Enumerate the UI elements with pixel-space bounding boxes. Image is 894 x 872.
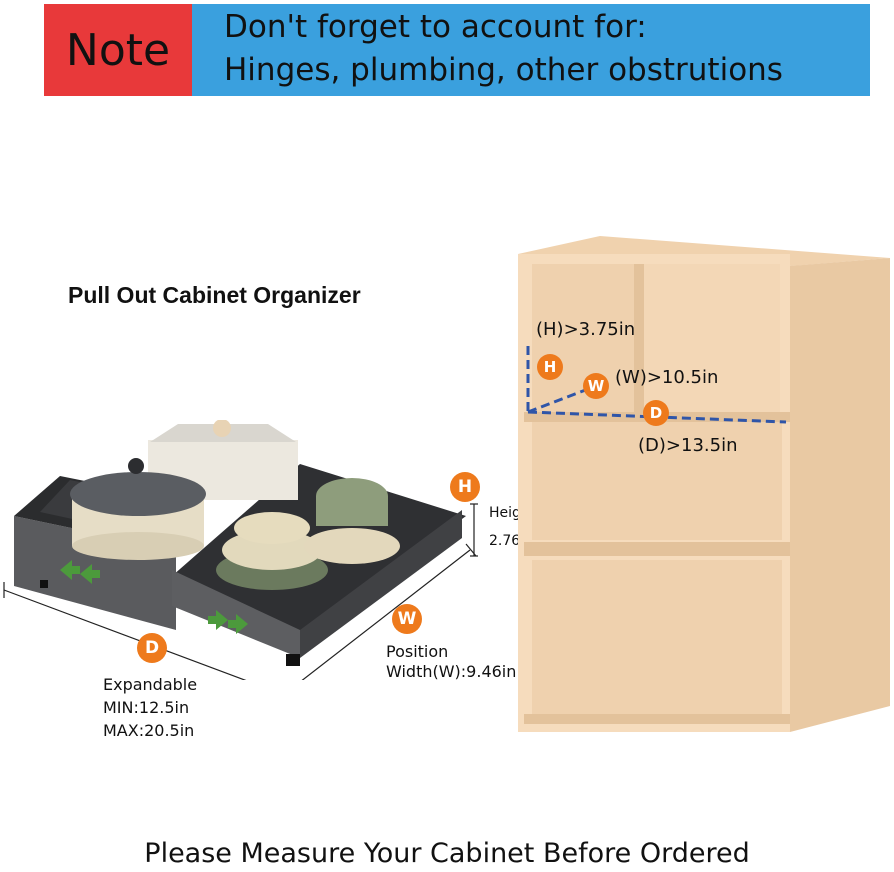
- footer-instruction: Please Measure Your Cabinet Before Order…: [144, 838, 750, 869]
- product-title: Pull Out Cabinet Organizer: [68, 282, 361, 308]
- depth-badge-icon: D: [137, 633, 167, 663]
- cabinet-width-label: (W)>10.5in: [615, 367, 719, 388]
- cabinet-side: [790, 258, 890, 732]
- cabinet-top: [518, 236, 890, 266]
- height-dimension-line: [470, 503, 478, 557]
- height-badge-icon: H: [450, 472, 480, 502]
- organizer-depth-label-2: MIN:12.5in: [103, 698, 190, 717]
- cabinet-height-label: (H)>3.75in: [536, 319, 636, 340]
- depth-dimension-line: [3, 582, 247, 680]
- width-badge-icon: W: [392, 604, 422, 634]
- cookware: [70, 420, 400, 590]
- note-banner: Note Don't forget to account for: Hinges…: [44, 4, 870, 96]
- organizer-width-label-1: Position: [386, 642, 449, 661]
- cabinet-depth-label: (D)>13.5in: [638, 435, 738, 456]
- cabinet-openings: [532, 264, 782, 714]
- cabinet-height-badge-icon: H: [537, 354, 563, 380]
- cabinet-illustration: [518, 236, 890, 732]
- organizer-width-label-2: Width(W):9.46in: [386, 662, 517, 681]
- cabinet-depth-badge-icon: D: [643, 400, 669, 426]
- note-line-1: Don't forget to account for:: [224, 9, 647, 45]
- organizer-depth-label-3: MAX:20.5in: [103, 721, 195, 740]
- note-label: Note: [44, 4, 192, 96]
- cabinet-width-badge-icon: W: [583, 373, 609, 399]
- note-message: Don't forget to account for: Hinges, plu…: [192, 4, 870, 96]
- organizer-illustration: [3, 420, 478, 680]
- arrow-marks: [60, 560, 248, 634]
- organizer-depth-label-1: Expandable: [103, 675, 198, 694]
- note-line-2: Hinges, plumbing, other obstrutions: [224, 52, 783, 88]
